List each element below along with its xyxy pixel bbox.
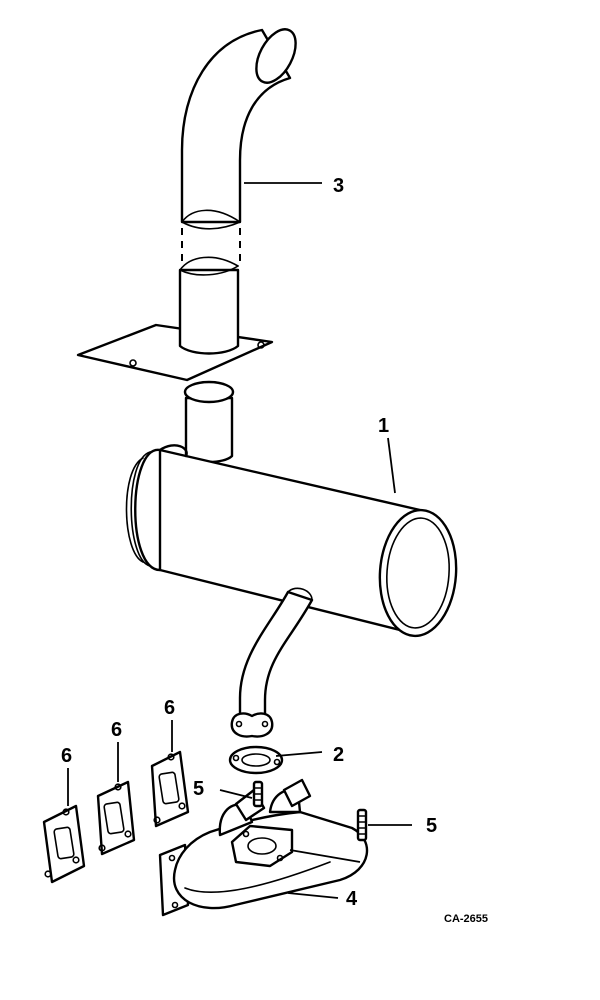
stud-right	[356, 808, 368, 842]
alignment-dashes	[181, 228, 241, 262]
leader-lines	[67, 182, 412, 899]
callout-4: 4	[346, 888, 358, 910]
port-gasket-right	[150, 750, 190, 828]
callout-3: 3	[333, 175, 344, 197]
callout-6-left: 6	[61, 745, 72, 767]
muffler	[125, 380, 458, 638]
drawing-code: CA-2655	[444, 913, 488, 925]
callout-1: 1	[378, 415, 389, 437]
port-gasket-middle	[96, 780, 136, 856]
callout-5-right: 5	[426, 815, 437, 837]
flange-gasket	[228, 745, 284, 775]
muffler-inlet-pipe	[230, 587, 314, 738]
stud-left	[252, 780, 264, 808]
callout-2: 2	[333, 744, 344, 766]
exhaust-elbow-pipe	[180, 28, 297, 230]
exhaust-manifold	[158, 778, 369, 917]
pipe-flange-plate	[76, 256, 274, 382]
callout-5-left: 5	[193, 778, 204, 800]
callout-6-middle: 6	[111, 719, 122, 741]
callout-6-right: 6	[164, 697, 175, 719]
port-gasket-left	[42, 804, 86, 884]
